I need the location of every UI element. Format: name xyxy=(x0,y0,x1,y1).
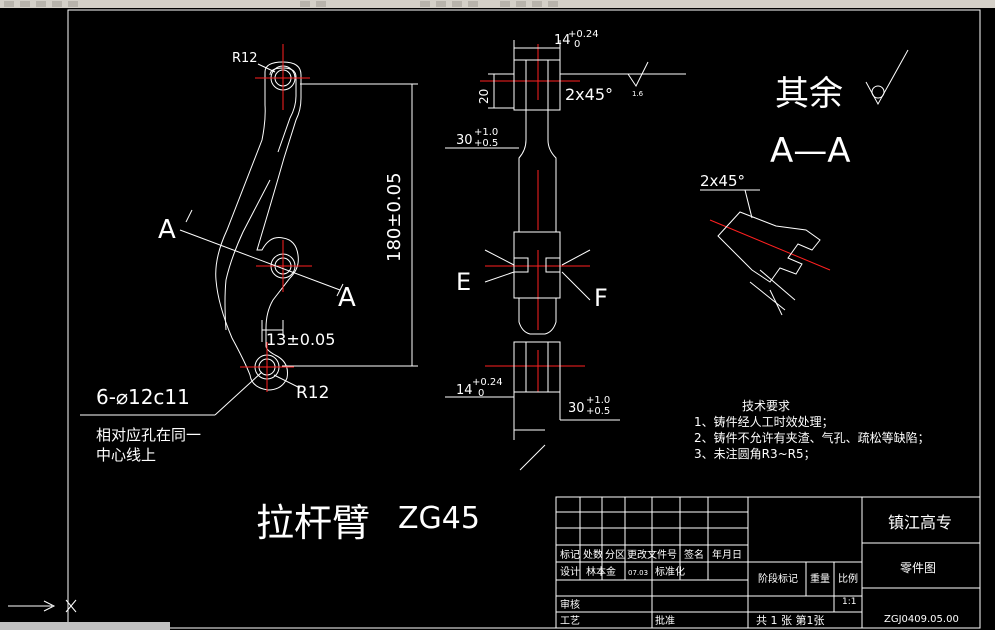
section-mark-a2: A xyxy=(338,283,356,313)
toolbar-button[interactable] xyxy=(516,1,526,7)
dim-chamfer-top: 2x45° xyxy=(565,85,613,104)
dim-r12-top: R12 xyxy=(232,51,258,66)
ucs-icon xyxy=(8,599,77,613)
roughness-top: 1.6 xyxy=(632,90,644,98)
toolbar-button[interactable] xyxy=(52,1,62,7)
section-mark-a1: A xyxy=(158,215,176,245)
tb-stage: 阶段标记 xyxy=(758,572,798,585)
toolbar-button[interactable] xyxy=(420,1,430,7)
toolbar-button[interactable] xyxy=(452,1,462,7)
tb-h-sign: 签名 xyxy=(684,548,704,561)
side-view xyxy=(513,59,561,393)
tech-item-2: 2、铸件不允许有夹渣、气孔、疏松等缺陷； xyxy=(694,430,930,445)
dim-180: 180±0.05 xyxy=(384,172,405,262)
dim-chamfer-section: 2x45° xyxy=(700,172,745,190)
tb-approve: 批准 xyxy=(655,614,675,627)
tb-h-zone: 分区 xyxy=(605,549,625,561)
tb-check: 审核 xyxy=(560,598,580,611)
status-bar xyxy=(0,622,170,630)
dim-30-top-upper: +1.0 xyxy=(474,127,498,138)
tb-design: 设计 xyxy=(560,565,580,578)
tech-heading: 技术要求 xyxy=(742,399,790,413)
toolbar-button[interactable] xyxy=(300,1,310,7)
tb-school: 镇江高专 xyxy=(888,513,952,532)
tb-scale: 1:1 xyxy=(842,597,856,607)
letter-f: F xyxy=(594,284,608,312)
tech-item-1: 1、铸件经人工时效处理； xyxy=(694,414,834,429)
tb-code: ZGJ0409.05.00 xyxy=(884,614,959,625)
tb-weight: 重量 xyxy=(810,572,830,585)
tb-design-date: 07.03 xyxy=(628,569,648,577)
material: ZG45 xyxy=(398,501,480,536)
hole-note-line2: 中心线上 xyxy=(96,446,156,464)
tb-std: 标准化 xyxy=(655,565,685,578)
dim-14-bottom-lower: 0 xyxy=(478,388,484,399)
tb-h-date: 年月日 xyxy=(712,548,742,561)
title-block xyxy=(555,496,981,629)
dim-20: 20 xyxy=(477,89,491,104)
hole-note-line1: 相对应孔在同一 xyxy=(96,426,201,444)
dim-14-top: 14 xyxy=(554,33,571,48)
toolbar-button[interactable] xyxy=(548,1,558,7)
toolbar-button[interactable] xyxy=(532,1,542,7)
section-view xyxy=(700,189,821,316)
drawing-canvas[interactable]: R12 R12 180±0.05 13±0.05 6-⌀12c11 相对应孔在同… xyxy=(0,8,995,630)
toolbar-button[interactable] xyxy=(500,1,510,7)
dim-14-top-lower: 0 xyxy=(574,39,580,50)
dim-30-bottom-lower: +0.5 xyxy=(586,406,610,417)
dim-14-bottom-upper: +0.24 xyxy=(472,377,503,388)
toolbar-button[interactable] xyxy=(468,1,478,7)
tb-h-count: 处数 xyxy=(583,548,603,561)
rest-surface-label: 其余 xyxy=(775,74,843,114)
tb-process: 工艺 xyxy=(560,615,580,627)
dim-14-top-upper: +0.24 xyxy=(568,29,599,40)
tb-h-doc: 更改文件号 xyxy=(627,548,677,561)
tb-sheets: 共 1 张 第1张 xyxy=(756,613,825,627)
centerlines xyxy=(240,44,831,392)
part-name: 拉杆臂 xyxy=(256,501,370,545)
tb-h-mark: 标记 xyxy=(560,549,580,561)
dim-14-bottom: 14 xyxy=(456,383,473,398)
dim-30-top-lower: +0.5 xyxy=(474,138,498,149)
letter-e: E xyxy=(456,268,471,296)
cad-drawing: R12 R12 180±0.05 13±0.05 6-⌀12c11 相对应孔在同… xyxy=(8,9,981,629)
dim-13: 13±0.05 xyxy=(266,330,335,349)
tb-scale-label: 比例 xyxy=(838,572,858,585)
drawing-frame xyxy=(67,9,981,629)
toolbar-button[interactable] xyxy=(4,1,14,7)
dim-r12-bottom: R12 xyxy=(296,383,329,403)
roughness-symbol xyxy=(865,49,909,106)
dim-30-top: 30 xyxy=(456,133,473,148)
tech-item-3: 3、未注圆角R3~R5； xyxy=(694,446,816,461)
tb-designer: 林本金 xyxy=(586,565,616,578)
toolbar-button[interactable] xyxy=(316,1,326,7)
toolbar-button[interactable] xyxy=(20,1,30,7)
dim-holes: 6-⌀12c11 xyxy=(96,385,190,409)
toolbar-button[interactable] xyxy=(36,1,46,7)
toolbar-button[interactable] xyxy=(68,1,78,7)
dim-30-bottom-upper: +1.0 xyxy=(586,395,610,406)
section-label: A—A xyxy=(770,131,851,171)
dim-30-bottom: 30 xyxy=(568,401,585,416)
tb-drawing-type: 零件图 xyxy=(900,561,936,575)
toolbar-button[interactable] xyxy=(436,1,446,7)
